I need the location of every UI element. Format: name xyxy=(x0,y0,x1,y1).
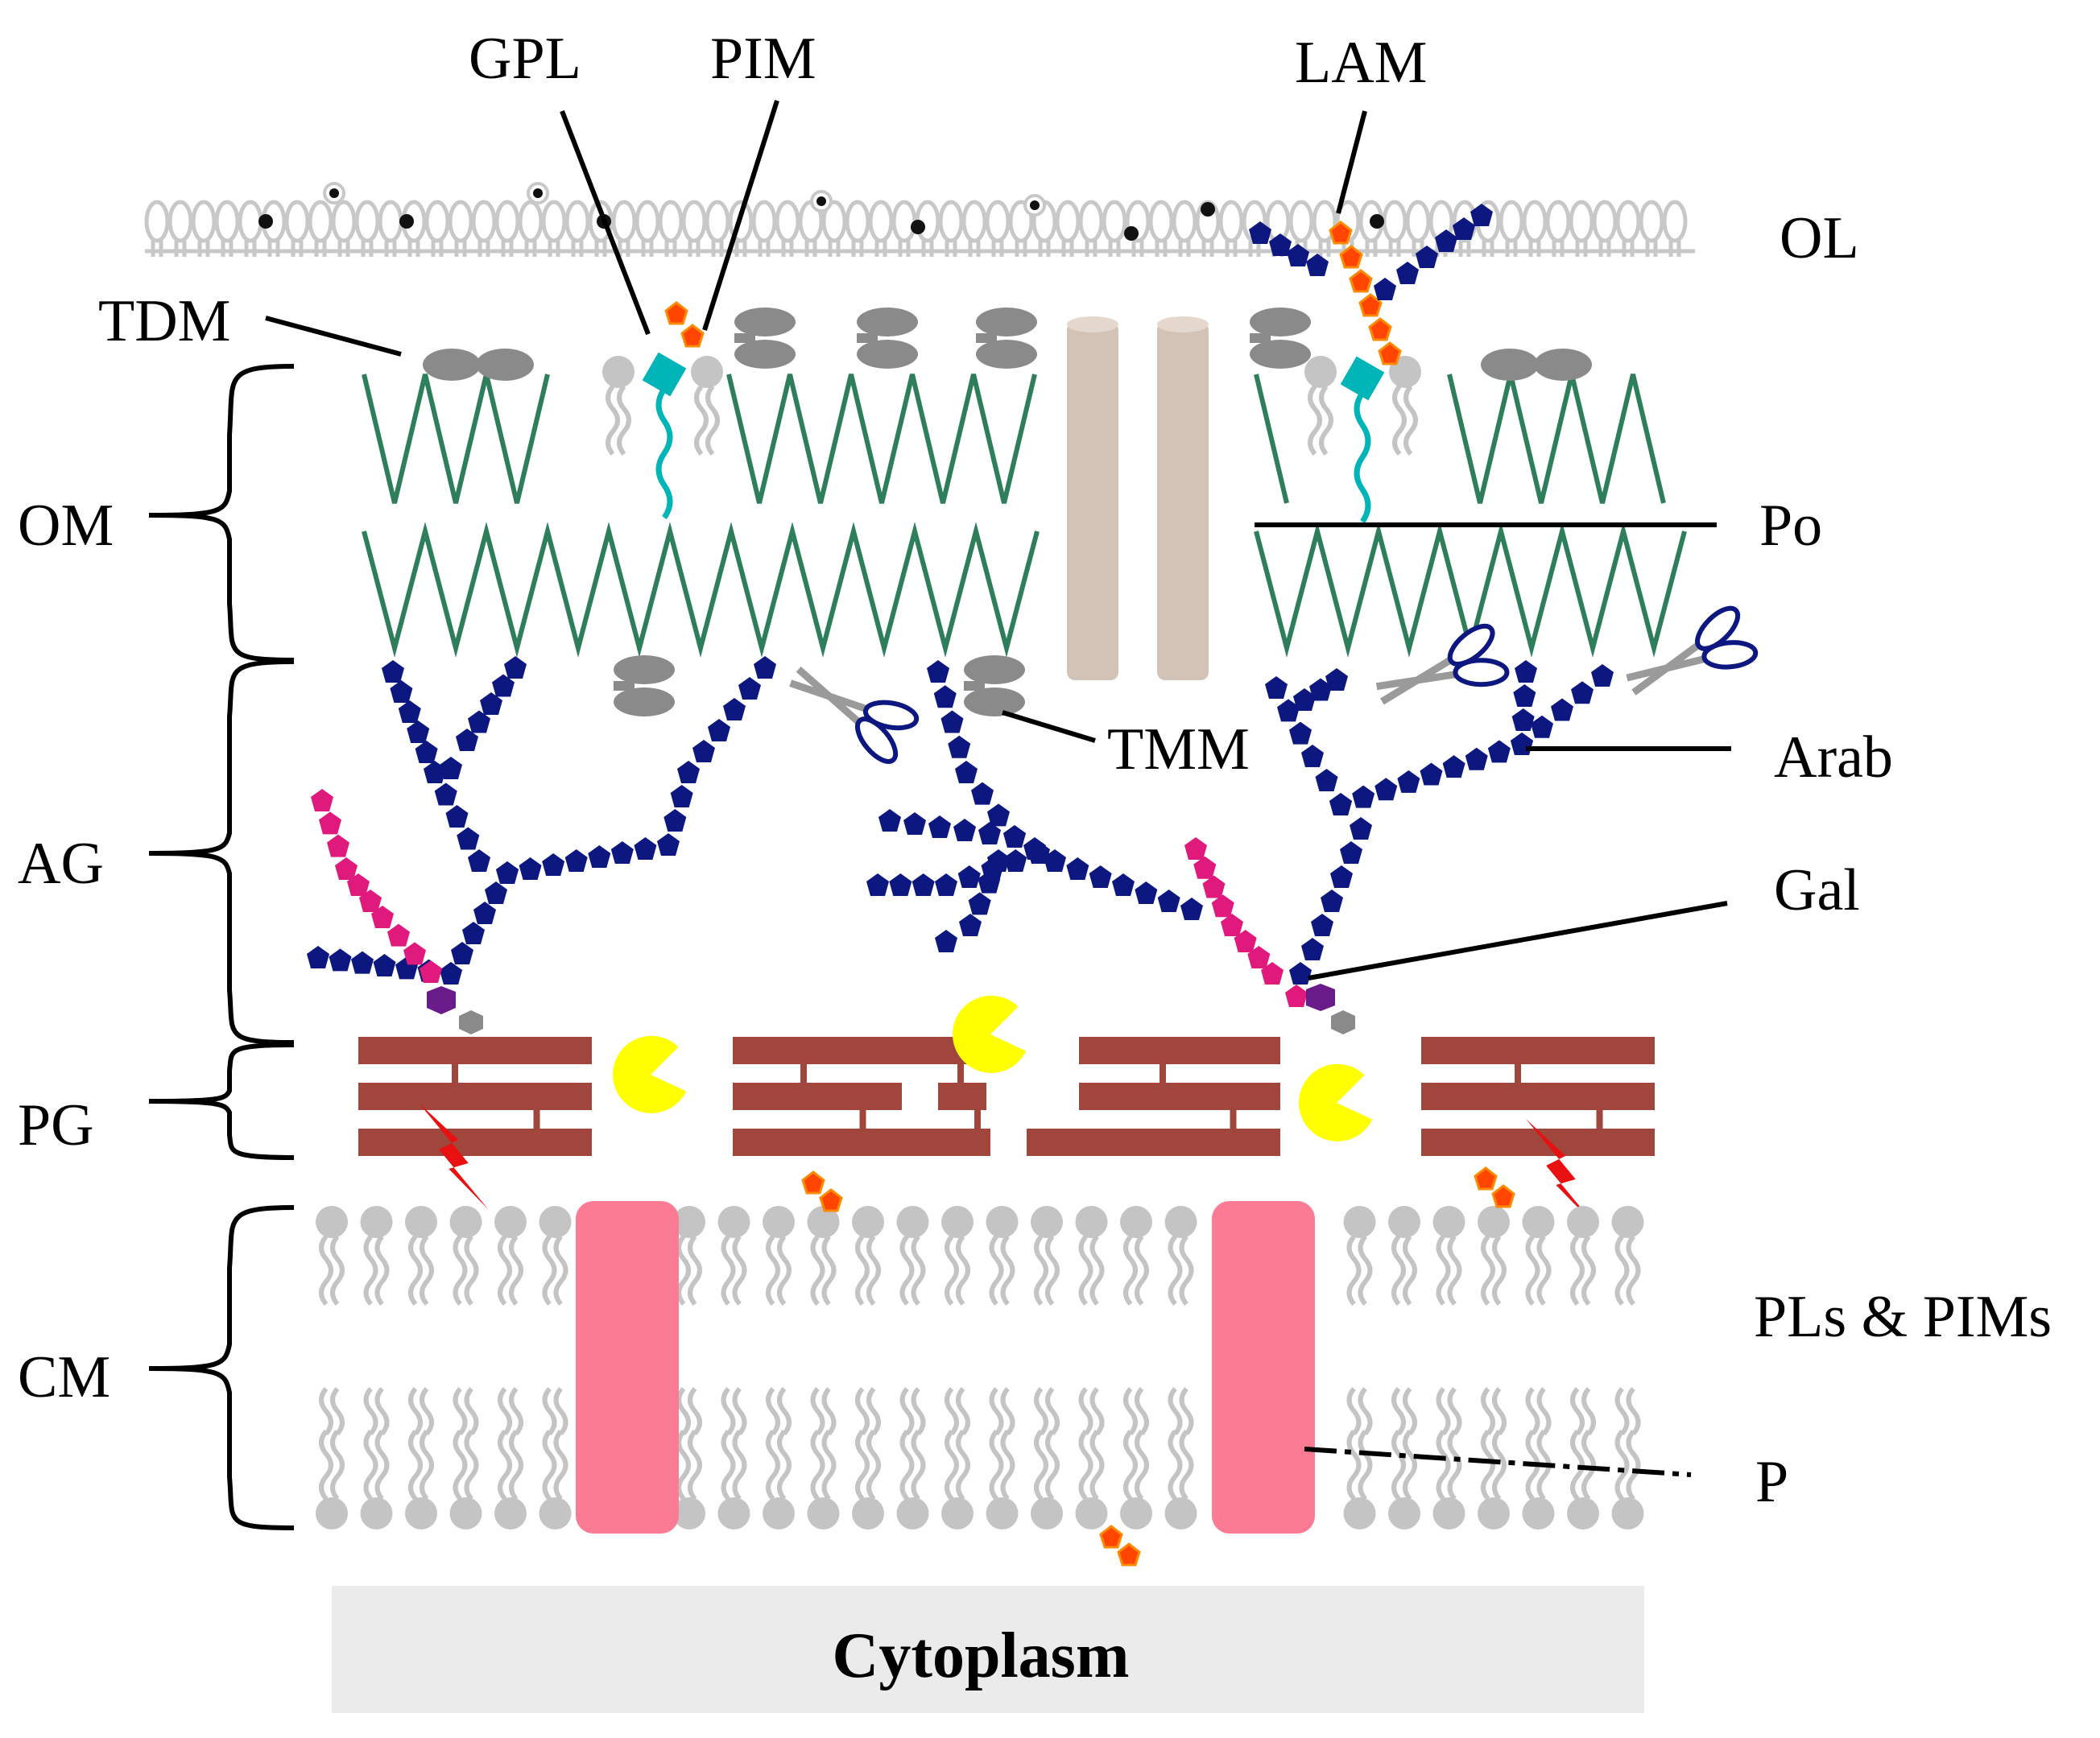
cytoplasm-box xyxy=(332,1586,1644,1713)
label-pim: PIM xyxy=(710,26,816,92)
label-pls-pims: PLs & PIMs xyxy=(1754,1284,2052,1350)
label-ol: OL xyxy=(1780,205,1859,271)
arabinogalactan xyxy=(307,656,1614,1034)
label-gal: Gal xyxy=(1774,857,1860,923)
label-p: P xyxy=(1755,1449,1788,1515)
label-tdm: TDM xyxy=(98,288,230,354)
sugar-icon xyxy=(1474,1166,1515,1208)
outer-membrane xyxy=(362,204,1687,716)
label-lam: LAM xyxy=(1295,30,1427,96)
label-arab: Arab xyxy=(1774,725,1893,791)
leader-lines xyxy=(265,100,1731,1477)
scissors-icon xyxy=(1615,598,1763,716)
porin xyxy=(1067,316,1209,680)
scissors-icon xyxy=(777,646,925,772)
pacman-enzyme-icon xyxy=(606,1030,689,1120)
peptidoglycan xyxy=(358,1037,1655,1156)
label-po: Po xyxy=(1759,493,1822,559)
cytoplasmic-membrane xyxy=(316,1206,1644,1530)
label-om: OM xyxy=(18,493,114,559)
label-cm: CM xyxy=(18,1344,110,1410)
pacman-enzyme-icon xyxy=(1292,1059,1375,1148)
brace-cm xyxy=(148,1205,295,1530)
outer-layer xyxy=(145,182,1695,257)
sugar-icon xyxy=(801,1170,843,1212)
label-ag: AG xyxy=(18,831,104,897)
membrane-protein xyxy=(1212,1201,1315,1534)
label-pg: PG xyxy=(18,1092,94,1158)
brace-ag xyxy=(148,659,295,1045)
membrane-protein xyxy=(576,1201,679,1534)
brace-pg xyxy=(148,1042,295,1160)
brace-om xyxy=(148,364,295,663)
lightning-icon xyxy=(419,1097,489,1216)
cytoplasm-label: Cytoplasm xyxy=(833,1620,1130,1691)
label-tmm: TMM xyxy=(1107,716,1250,782)
scissors-icon xyxy=(1367,617,1515,727)
label-gpl: GPL xyxy=(469,26,581,92)
sugar-icon xyxy=(1099,1525,1141,1567)
